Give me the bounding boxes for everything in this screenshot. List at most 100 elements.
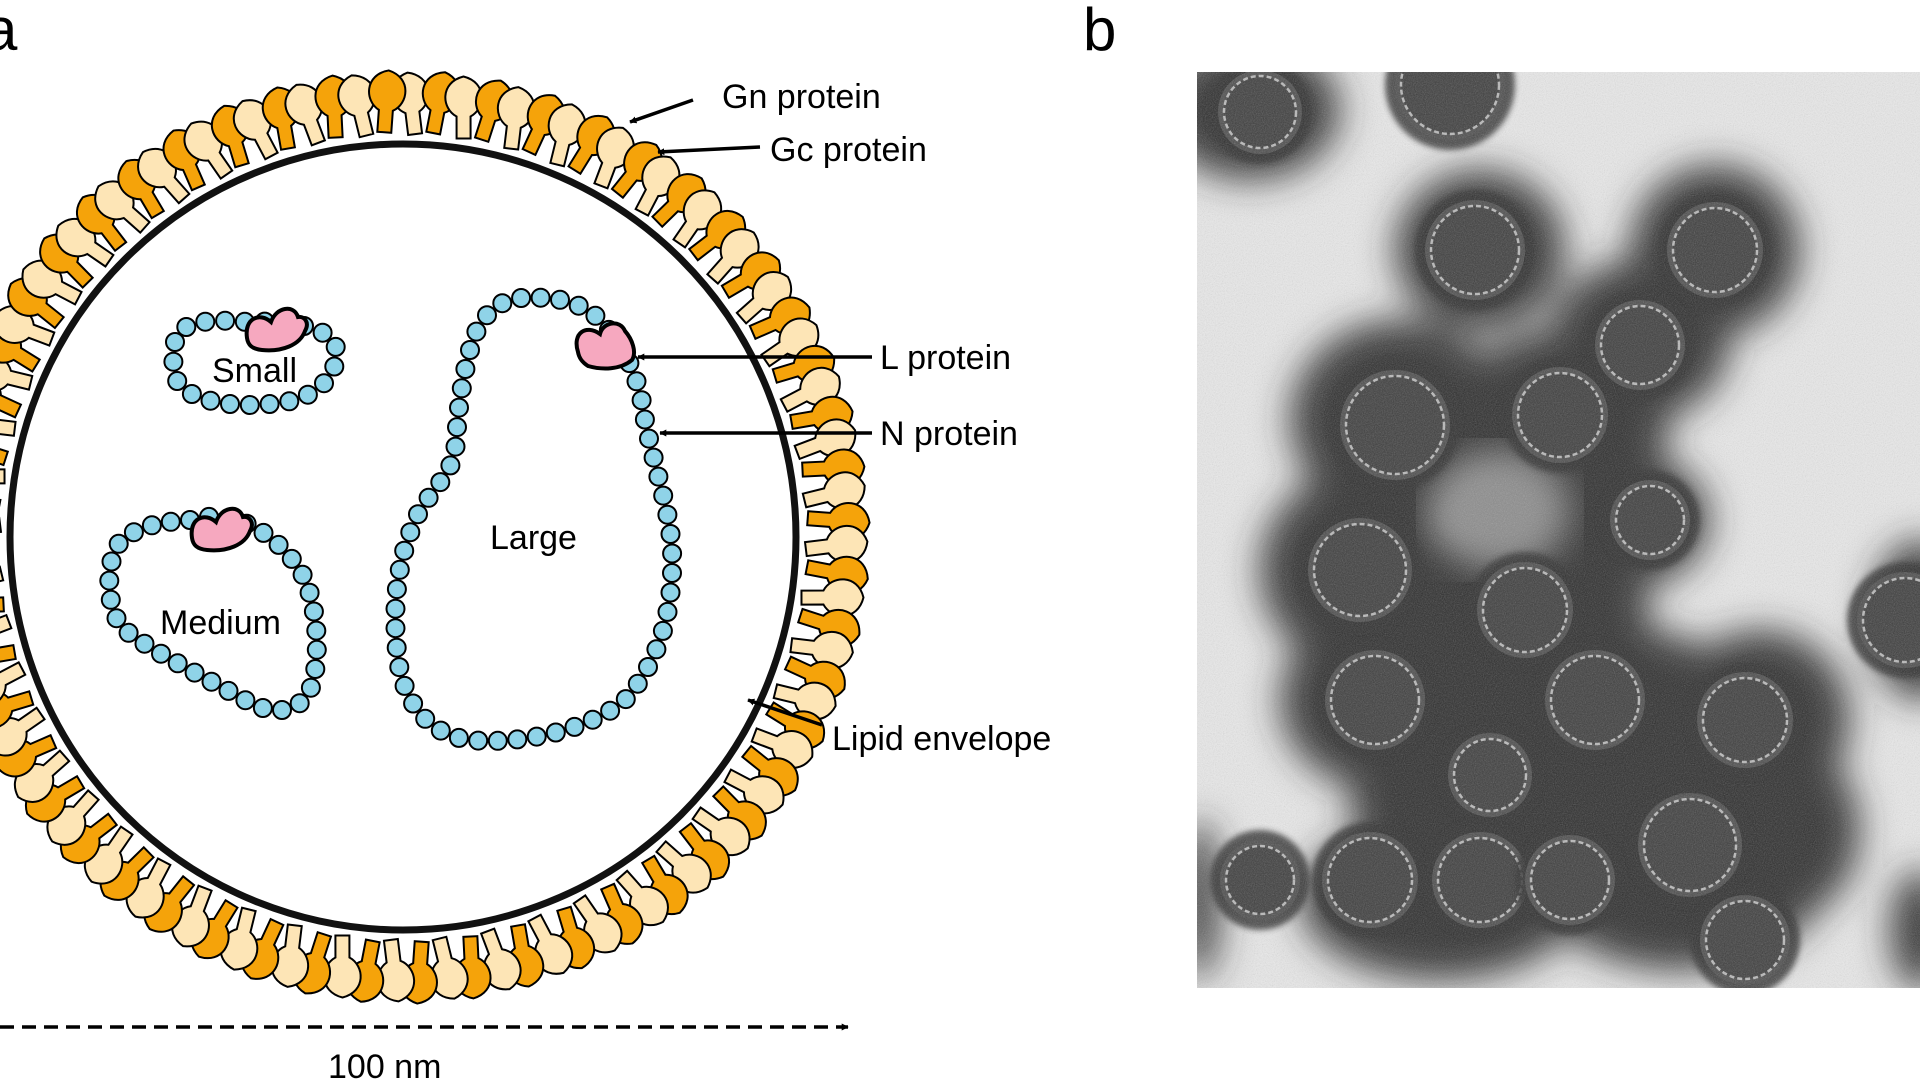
- n-protein-bead: [639, 428, 659, 449]
- lipid-envelope-label: Lipid envelope: [832, 720, 1051, 758]
- glycoprotein-spike-pair: [232, 86, 301, 161]
- virion: [1385, 72, 1515, 150]
- virion: [1467, 552, 1583, 668]
- panel-a-letter: a: [0, 0, 18, 63]
- n-protein-bead: [184, 662, 205, 683]
- gn-protein-spike: [0, 374, 23, 419]
- glycoprotein-spike-pair: [55, 194, 128, 268]
- n-protein-bead: [582, 709, 603, 730]
- n-protein-bead: [200, 390, 221, 411]
- n-protein-bead: [468, 730, 489, 751]
- micrograph-haze: [1430, 450, 1570, 570]
- n-protein-bead: [430, 720, 451, 741]
- n-protein-bead: [306, 620, 327, 641]
- n-protein-bead: [530, 287, 551, 308]
- virion: [1298, 508, 1422, 632]
- gc-protein-spike: [219, 906, 259, 971]
- virion: [1415, 190, 1535, 310]
- n-protein-bead: [511, 288, 532, 308]
- n-protein-bead: [600, 700, 621, 721]
- n-protein-bead: [99, 570, 120, 591]
- n-protein-bead: [279, 391, 300, 412]
- large-segment-label: Large: [490, 519, 577, 557]
- gc-protein-spike: [672, 189, 723, 249]
- n-protein-bead: [631, 390, 652, 411]
- n-protein-bead: [447, 417, 467, 438]
- n-protein-bead: [646, 639, 667, 660]
- n-protein-bead: [385, 618, 406, 639]
- n-protein-bead: [585, 305, 606, 326]
- large-l-protein: [574, 321, 636, 371]
- panel-a: a Small Medium Large: [0, 0, 1051, 1080]
- gc-protein-spike: [83, 825, 134, 885]
- gc-protein-spike: [723, 768, 785, 815]
- gc-protein-spike: [21, 259, 83, 306]
- n-protein-bead: [545, 722, 566, 743]
- glycoprotein-spike-pair: [593, 126, 663, 200]
- n-protein-bead: [134, 633, 155, 654]
- virion: [1600, 470, 1700, 570]
- n-protein-bead: [167, 653, 188, 674]
- n-protein-bead: [662, 563, 682, 583]
- virion: [1585, 290, 1695, 400]
- gc-protein-spike: [705, 228, 760, 285]
- n-protein-bead: [305, 659, 326, 679]
- medium-segment-label: Medium: [160, 604, 281, 642]
- n-protein-bead: [657, 504, 678, 525]
- n-protein-bead: [638, 657, 658, 677]
- lipid-envelope: [6, 140, 800, 934]
- n-protein-bead: [400, 522, 421, 543]
- n-protein-bead: [252, 698, 273, 718]
- small-l-protein: [244, 306, 309, 353]
- glycoprotein-spike-pair: [0, 564, 5, 603]
- gc-protein-spike: [772, 681, 837, 721]
- gc-protein-spike: [655, 839, 712, 894]
- n-protein-bead: [626, 371, 647, 392]
- n-protein-bead: [268, 534, 289, 555]
- glycoprotein-spike-pair: [99, 845, 172, 919]
- virion: [1535, 640, 1655, 760]
- gc-protein-spike: [270, 923, 310, 988]
- gc-protein-spike: [0, 305, 56, 347]
- n-protein-bead: [253, 522, 274, 543]
- n-protein-bead: [118, 622, 139, 643]
- gc-protein-spike: [376, 937, 416, 1003]
- n-protein-bead: [163, 351, 184, 372]
- glycoprotein-spike-pair: [337, 69, 407, 139]
- virion: [1847, 562, 1920, 678]
- gc-protein-spike: [801, 471, 866, 510]
- n-protein-bead: [487, 730, 508, 751]
- virion: [1690, 885, 1800, 988]
- glycoprotein-spike-pair: [803, 524, 869, 595]
- n-protein-bead: [568, 295, 589, 316]
- n-protein-bead: [643, 447, 664, 468]
- n-protein-bead: [272, 700, 292, 720]
- n-protein-bead: [160, 511, 181, 532]
- virion: [1657, 192, 1773, 308]
- gc-protein-spike: [171, 884, 213, 948]
- n-protein-bead: [306, 639, 327, 660]
- virion: [1312, 822, 1428, 938]
- n-protein-bead: [292, 564, 313, 585]
- n-protein-bead: [297, 384, 318, 405]
- gc-protein-spike: [13, 749, 71, 803]
- gc-protein-spike: [803, 524, 869, 564]
- gc-protein-spike: [800, 578, 865, 617]
- gn-protein-spike: [368, 69, 407, 134]
- lipid-arrow: [747, 698, 823, 727]
- n-protein-bead: [281, 548, 302, 569]
- gc-protein-spike: [615, 869, 669, 927]
- gc-protein-label: Gc protein: [770, 131, 927, 169]
- micrograph-grain: [1197, 72, 1920, 988]
- small-segment: Small: [163, 306, 346, 415]
- n-protein-bead: [394, 540, 415, 561]
- glycoprotein-spike-pair: [672, 189, 746, 262]
- gc-protein-spike: [634, 155, 681, 217]
- n-protein-bead: [299, 582, 320, 603]
- gc-protein-spike: [0, 510, 3, 550]
- gc-protein-spike: [691, 806, 751, 857]
- n-protein-bead: [653, 485, 674, 506]
- n-protein-bead: [652, 620, 673, 641]
- n-protein-bead: [455, 359, 476, 379]
